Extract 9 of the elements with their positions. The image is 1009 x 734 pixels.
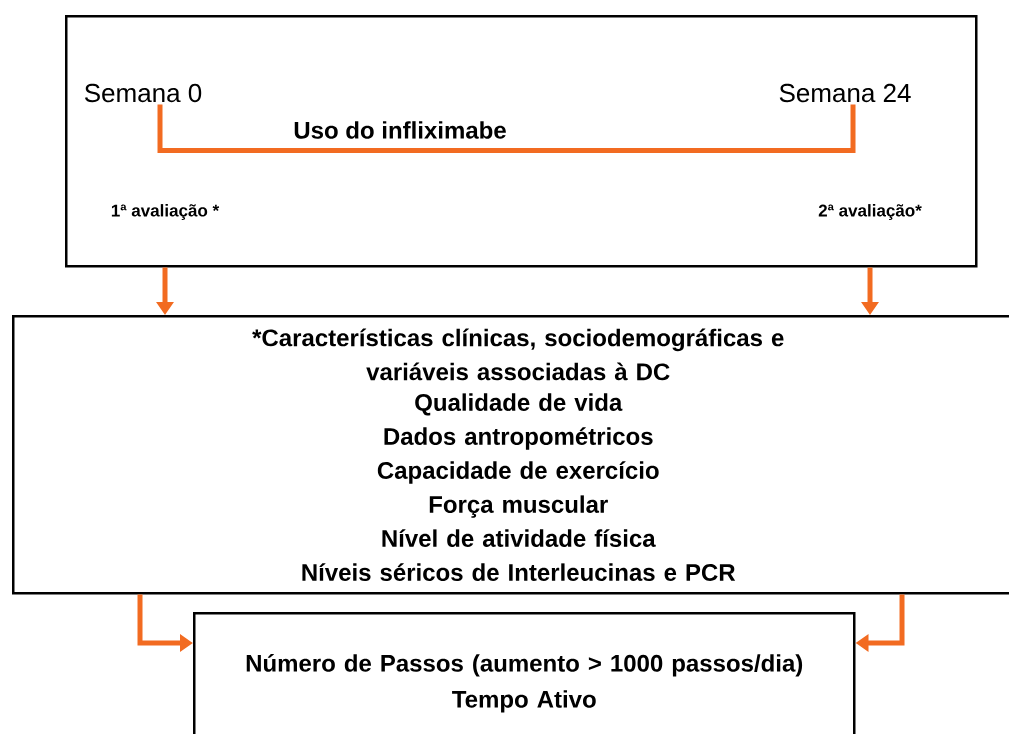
- edge-label: Uso do infliximabe: [294, 121, 506, 139]
- timeline-label: Semana 0: [84, 83, 202, 103]
- timeline-label: 1ª avaliação *: [111, 204, 220, 220]
- timeline-bracket: [157, 104, 856, 153]
- process-box: *Características clínicas, sociodemográficas e variáveis associadas à DC Qualidade de vida Dados antropométricos Capacidade de exercício Força muscular Nível de atividade física Níveis séricos de Interleucinas e PCR: [12, 315, 1009, 595]
- process-box: [65, 15, 978, 268]
- timeline-label: Semana 24: [779, 83, 911, 103]
- timeline-label: 2ª avaliação*: [818, 204, 922, 220]
- process-box: Número de Passos (aumento > 1000 passos/dia) Tempo Ativo: [193, 612, 856, 734]
